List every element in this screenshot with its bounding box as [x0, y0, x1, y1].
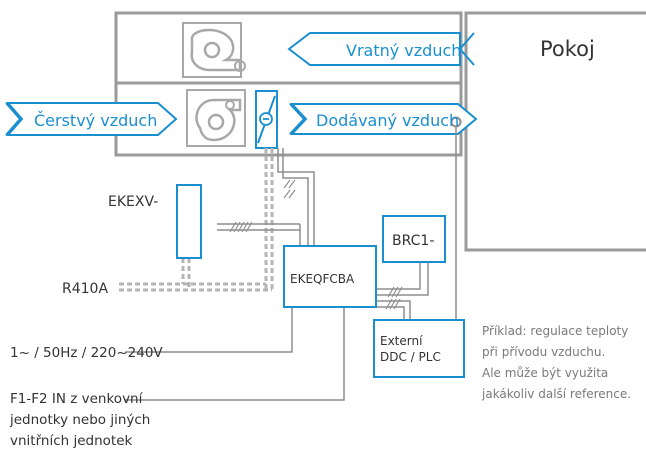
note-line4: jakákoliv další reference.: [481, 387, 631, 401]
r410a-label: R410A: [62, 281, 108, 297]
return-air-label: Vratný vzduch: [346, 41, 461, 60]
note-line1: Příklad: regulace teploty: [482, 324, 628, 338]
f1f2-label-line3: vnitřních jednotek: [10, 433, 133, 449]
ekeqfcba-label: EKEQFCBA: [290, 272, 355, 286]
note-line2: při přívodu vzduchu.: [482, 345, 605, 359]
ddc-plc-label: DDC / PLC: [380, 350, 441, 364]
wiring-lines: [119, 122, 457, 401]
temperature-sensor-icon: [450, 116, 462, 128]
brc1-controller-box: [382, 215, 446, 263]
fan-icon: [182, 22, 246, 78]
brc1-label: BRC1-: [392, 233, 434, 249]
heat-exchanger-coil-icon: [255, 90, 278, 149]
fresh-air-arrow: [5, 102, 178, 136]
room-box: [464, 11, 646, 252]
power-label: 1~ / 50Hz / 220~240V: [10, 345, 163, 361]
room-label: Pokoj: [540, 37, 595, 61]
cable-tick-marks: [229, 179, 403, 310]
fresh-air-label: Čerstvý vzduch: [34, 111, 157, 130]
note-line3: Ale může být využita: [482, 366, 608, 380]
ekexv-label: EKEXV-: [108, 194, 158, 210]
ekeqfcba-control-box: [283, 245, 377, 308]
supply-air-label: Dodávaný vzduch: [316, 111, 459, 130]
external-ddc-plc-box: [373, 319, 465, 378]
ekexv-valve-box: [176, 184, 202, 259]
fan-icon: [186, 89, 246, 147]
supply-air-arrow: [289, 103, 478, 135]
external-label: Externí: [380, 334, 423, 348]
f1f2-label-line1: F1-F2 IN z venkovní: [10, 391, 144, 407]
return-air-arrow: [287, 32, 475, 66]
f1f2-label-line2: jednotky nebo jiných: [9, 412, 150, 428]
